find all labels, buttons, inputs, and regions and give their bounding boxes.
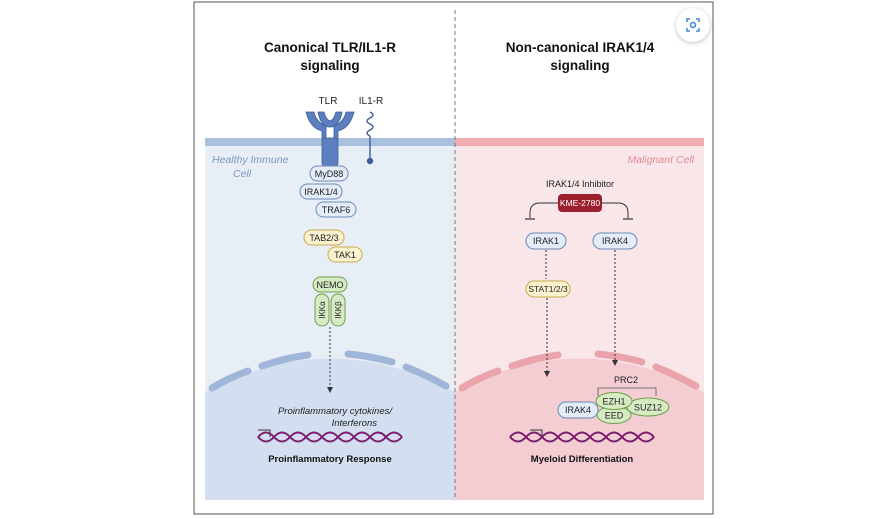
left-title-line1: Canonical TLR/IL1-R bbox=[264, 40, 396, 55]
node-irak14: IRAK1/4 bbox=[299, 183, 343, 200]
svg-text:IRAK1/4: IRAK1/4 bbox=[304, 187, 338, 197]
svg-text:NEMO: NEMO bbox=[317, 280, 344, 290]
inhibit-irak4-line bbox=[602, 202, 629, 218]
malignant-nuclear-envelope bbox=[458, 350, 700, 392]
healthy-nuclear-envelope bbox=[208, 350, 450, 392]
prc2-bracket bbox=[597, 387, 657, 396]
node-irak4: IRAK4 bbox=[592, 232, 638, 250]
svg-text:MyD88: MyD88 bbox=[315, 169, 344, 179]
il1r-label: IL1-R bbox=[359, 96, 383, 107]
right-response-label: Myeloid Differentiation bbox=[531, 454, 634, 465]
prc2-label: PRC2 bbox=[614, 375, 638, 385]
svg-text:STAT1/2/3: STAT1/2/3 bbox=[528, 284, 568, 294]
malignant-nucleus bbox=[455, 358, 704, 500]
healthy-cell-label-line2: Cell bbox=[233, 168, 252, 180]
svg-text:IKKβ: IKKβ bbox=[334, 301, 343, 319]
il1r-receptor-icon bbox=[366, 111, 374, 165]
node-ikka: IKKα bbox=[314, 293, 330, 327]
right-dna-icon bbox=[509, 429, 655, 443]
node-nemo: NEMO bbox=[312, 276, 348, 293]
svg-text:IRAK1: IRAK1 bbox=[533, 236, 559, 246]
right-title-line1: Non-canonical IRAK1/4 bbox=[506, 40, 655, 55]
lens-button[interactable] bbox=[676, 8, 710, 42]
node-tak1: TAK1 bbox=[327, 246, 363, 263]
svg-text:TAK1: TAK1 bbox=[334, 250, 356, 260]
node-myd88: MyD88 bbox=[309, 165, 349, 182]
node-stat123: STAT1/2/3 bbox=[525, 280, 571, 298]
svg-text:KME-2780: KME-2780 bbox=[560, 198, 600, 208]
left-output-line2: Interferons bbox=[332, 418, 378, 429]
drug-kme2780: KME-2780 bbox=[558, 194, 602, 212]
node-irak1: IRAK1 bbox=[525, 232, 567, 250]
malignant-cell-label: Malignant Cell bbox=[627, 154, 694, 166]
node-irak4-nuclear: IRAK4 bbox=[557, 401, 599, 419]
healthy-cell-label-line1: Healthy Immune bbox=[212, 154, 289, 166]
inhibit-irak1-line bbox=[529, 202, 558, 218]
svg-text:TRAF6: TRAF6 bbox=[322, 205, 351, 215]
left-output-line1: Proinflammatory cytokines/ bbox=[278, 406, 393, 417]
left-title-line2: signaling bbox=[300, 58, 359, 73]
node-ezh1: EZH1 bbox=[595, 392, 633, 410]
right-title-line2: signaling bbox=[550, 58, 609, 73]
node-tab23: TAB2/3 bbox=[303, 229, 345, 246]
tlr-receptor-icon bbox=[305, 111, 355, 167]
svg-text:TAB2/3: TAB2/3 bbox=[309, 233, 338, 243]
node-ikkb: IKKβ bbox=[330, 293, 346, 327]
healthy-nucleus bbox=[205, 358, 455, 500]
left-response-label: Proinflammatory Response bbox=[268, 454, 392, 465]
svg-text:IRAK4: IRAK4 bbox=[565, 405, 591, 415]
node-suz12: SUZ12 bbox=[626, 397, 670, 417]
svg-text:IRAK4: IRAK4 bbox=[602, 236, 628, 246]
tlr-label: TLR bbox=[319, 96, 338, 107]
left-dna-icon bbox=[257, 429, 403, 443]
svg-text:EED: EED bbox=[605, 411, 624, 421]
svg-text:SUZ12: SUZ12 bbox=[634, 403, 662, 413]
malignant-membrane bbox=[455, 138, 704, 146]
svg-text:EZH1: EZH1 bbox=[602, 397, 625, 407]
google-lens-icon bbox=[686, 18, 700, 32]
inhibitor-label: IRAK1/4 Inhibitor bbox=[546, 179, 614, 189]
svg-text:IKKα: IKKα bbox=[318, 301, 327, 319]
node-traf6: TRAF6 bbox=[315, 201, 357, 218]
